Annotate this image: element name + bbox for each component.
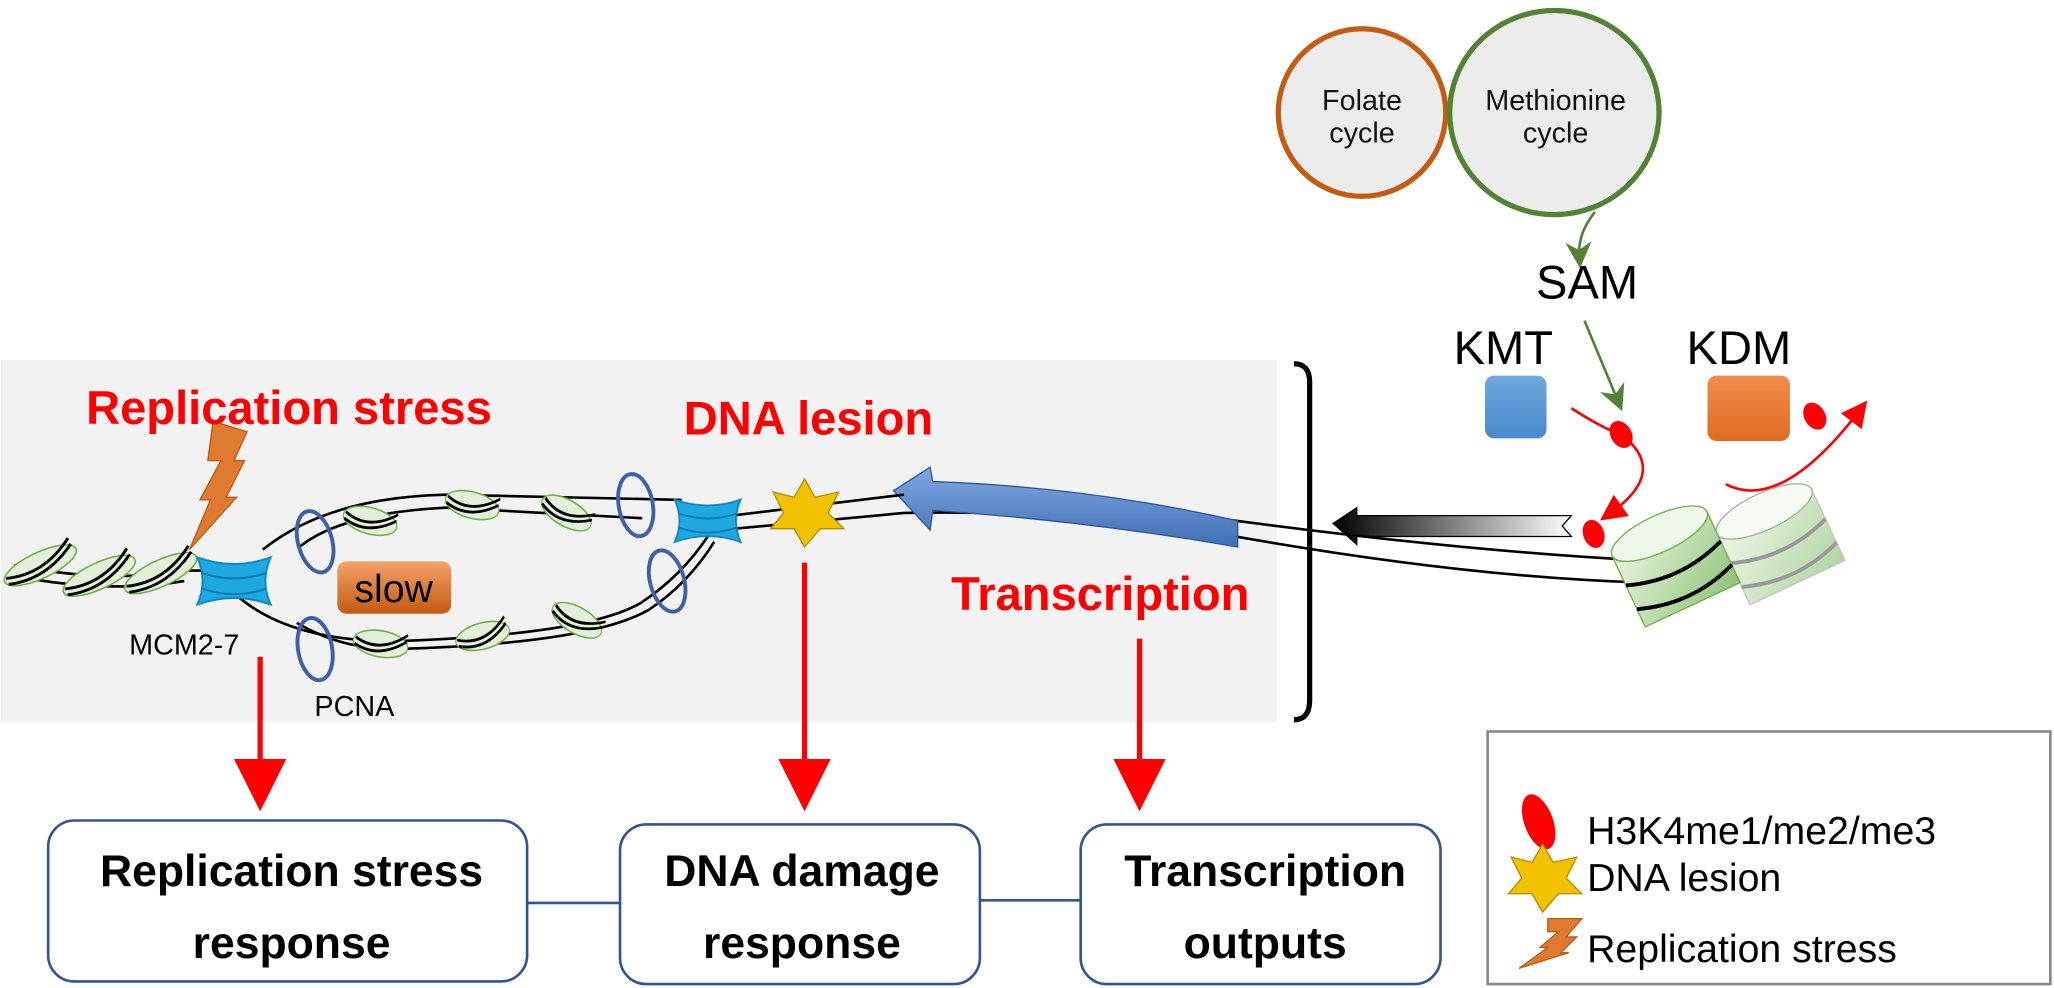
transcription-label: Transcription bbox=[951, 567, 1249, 620]
kdm-enzyme bbox=[1707, 375, 1790, 442]
kdm-label: KDM bbox=[1687, 321, 1792, 374]
svg-text:response: response bbox=[193, 919, 391, 968]
bracket bbox=[1293, 361, 1313, 723]
legend-label: DNA lesion bbox=[1587, 856, 1781, 900]
replication-stress-bolt bbox=[188, 420, 248, 551]
outcome-box-replication-stress-response: Replication stress response bbox=[46, 819, 529, 983]
methionine-cycle-line2: cycle bbox=[1523, 118, 1589, 150]
dna-strand bbox=[261, 493, 682, 551]
methyl-mark bbox=[1582, 519, 1605, 548]
pcna-ring bbox=[295, 616, 335, 683]
kmt-label: KMT bbox=[1454, 321, 1553, 374]
legend-star-icon bbox=[1507, 842, 1584, 914]
replication-stress-label: Replication stress bbox=[86, 381, 492, 434]
transcription-arrow bbox=[892, 466, 1239, 548]
dna-lesion-label: DNA lesion bbox=[684, 391, 933, 444]
svg-text:DNA damage: DNA damage bbox=[664, 847, 939, 896]
mcm-label: MCM2-7 bbox=[129, 629, 239, 661]
outcome-box-dna-damage-response: DNA damage response bbox=[618, 823, 982, 986]
pcna-ring bbox=[294, 509, 336, 575]
slow-label: slow bbox=[354, 567, 433, 611]
outcome-box-transcription-outputs: Transcription outputs bbox=[1079, 823, 1442, 986]
replication-panel bbox=[1, 359, 1277, 723]
nucleosome bbox=[1610, 505, 1741, 628]
legend-label: Replication stress bbox=[1587, 927, 1897, 971]
methionine-cycle-line1: Methionine bbox=[1485, 85, 1626, 117]
folate-cycle-line1: Folate bbox=[1322, 85, 1402, 117]
legend: H3K4me1/me2/me3 DNA lesion Replication s… bbox=[1486, 730, 2052, 986]
legend-label: H3K4me1/me2/me3 bbox=[1587, 809, 1936, 853]
legend-bolt-icon bbox=[1518, 917, 1584, 969]
methionine-cycle: Methionine cycle bbox=[1447, 7, 1662, 218]
folate-cycle: Folate cycle bbox=[1275, 26, 1449, 199]
mcm-helicase bbox=[196, 556, 272, 606]
pcna-ring bbox=[616, 472, 656, 539]
kmt-enzyme bbox=[1485, 375, 1547, 439]
mcm-helicase bbox=[673, 498, 742, 543]
sam-to-methyl-arrow bbox=[1583, 320, 1625, 412]
nucleosome bbox=[1715, 483, 1846, 606]
methyl-mark bbox=[1803, 402, 1827, 430]
methionine-to-sam-arrow bbox=[1565, 211, 1596, 269]
demethylation-arrow bbox=[1725, 400, 1868, 492]
svg-text:outputs: outputs bbox=[1184, 919, 1347, 968]
svg-text:Transcription: Transcription bbox=[1124, 847, 1406, 896]
chromatin-influence-arrow bbox=[1332, 506, 1573, 546]
folate-cycle-line2: cycle bbox=[1329, 118, 1395, 150]
pcna-label: PCNA bbox=[314, 691, 395, 723]
pcna-ring bbox=[646, 548, 688, 614]
dna-lesion-star bbox=[769, 477, 846, 549]
methylation-arrow bbox=[1570, 407, 1645, 521]
svg-text:response: response bbox=[703, 919, 901, 968]
legend-methyl-icon bbox=[1521, 794, 1556, 850]
dna-strand bbox=[296, 541, 716, 651]
sam-label: SAM bbox=[1536, 255, 1638, 308]
slow-badge: slow bbox=[337, 561, 452, 614]
svg-text:Replication stress: Replication stress bbox=[100, 847, 483, 896]
